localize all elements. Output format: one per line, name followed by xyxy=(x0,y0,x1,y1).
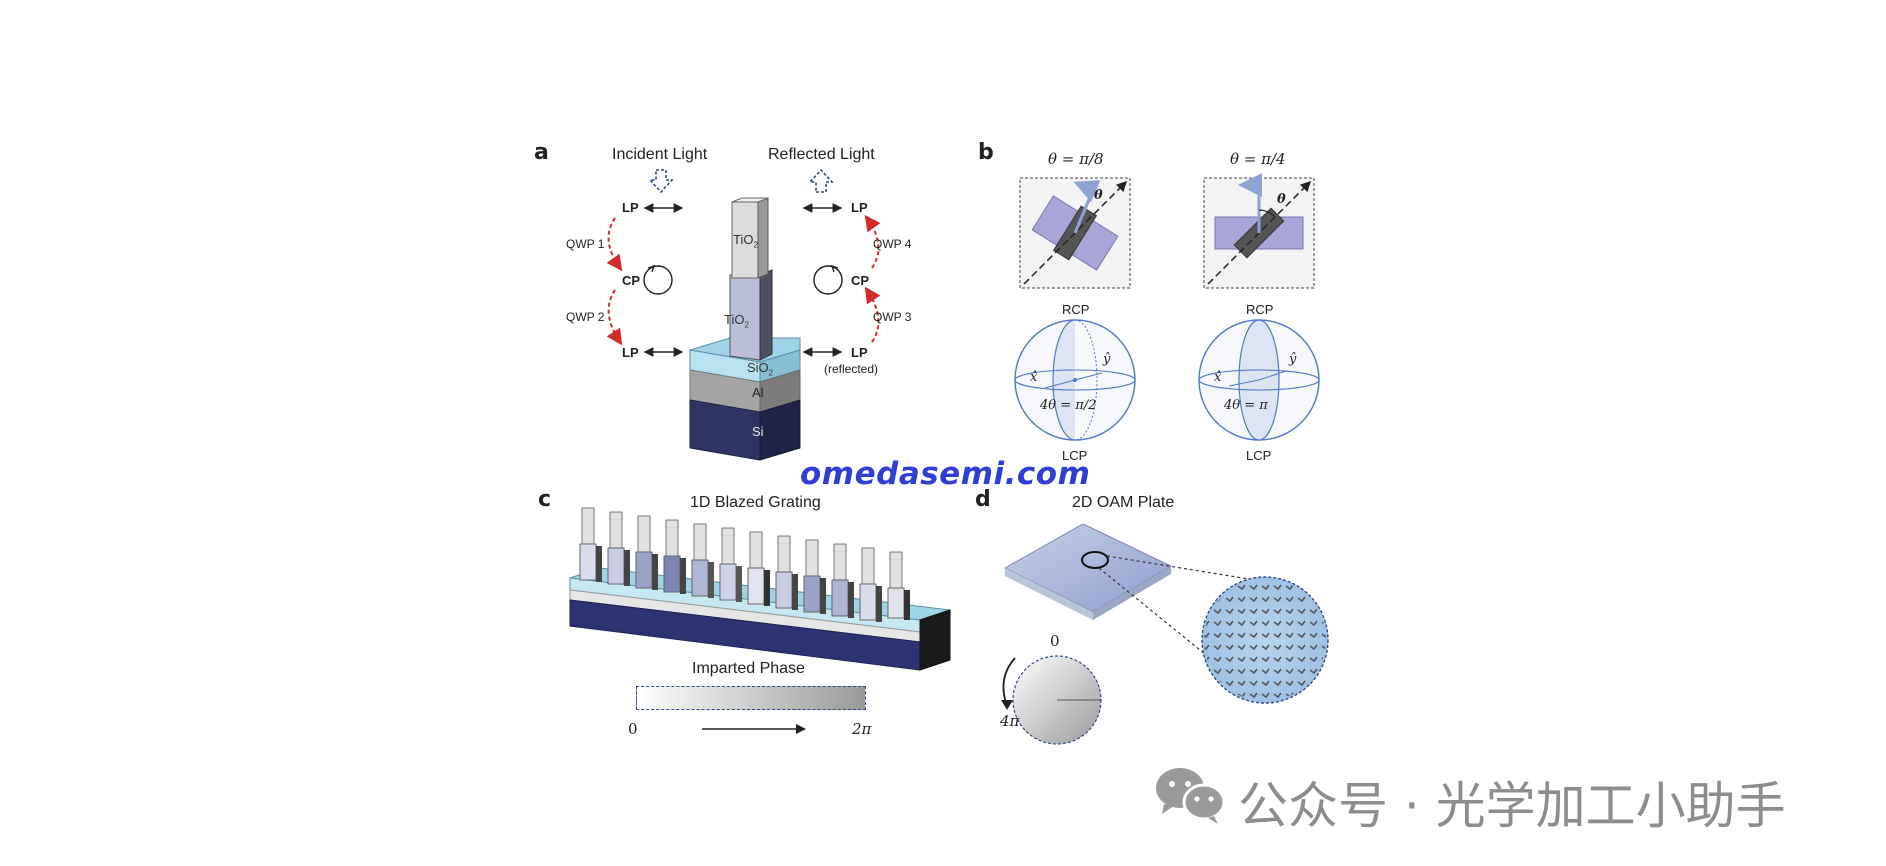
phase-left-label: 4θ = π/2 xyxy=(1040,398,1097,413)
lp-label-top-left: LP xyxy=(622,200,639,215)
panel-d-letter: d xyxy=(975,487,991,512)
oam-zero-label: 0 xyxy=(1050,632,1060,650)
qwp1-label: QWP 1 xyxy=(566,237,605,251)
reflected-note: (reflected) xyxy=(824,362,879,376)
panel-b-diagram xyxy=(1014,173,1320,441)
lp-label-bottom-right: LP xyxy=(851,345,868,360)
panel-a-diagram xyxy=(606,168,881,461)
lp-label-bottom-left: LP xyxy=(622,345,639,360)
site-watermark: omedasemi.com xyxy=(800,456,1091,492)
y-hat-left: ŷ xyxy=(1103,352,1111,367)
si-label: Si xyxy=(752,424,764,439)
panel-c-diagram xyxy=(569,507,951,671)
panel-d-diagram xyxy=(1001,523,1329,745)
theta-right-label: θ = π/4 xyxy=(1230,150,1286,168)
panel-b-letter: b xyxy=(978,140,994,165)
phase-right-label: 4θ = π xyxy=(1224,398,1268,413)
oam-four-pi-label: 4π xyxy=(1000,712,1020,730)
wechat-logo-icon xyxy=(1156,768,1226,824)
wechat-account-label: 公众号 · 光学加工小助手 xyxy=(1238,777,1786,835)
phase-two-pi-label: 2π xyxy=(852,720,872,738)
y-hat-right: ŷ xyxy=(1289,352,1297,367)
rcp-label-right: RCP xyxy=(1246,302,1274,317)
rcp-label-left: RCP xyxy=(1062,302,1090,317)
grating-pillars xyxy=(579,507,910,622)
cp-label-left: CP xyxy=(622,273,641,288)
qwp4-label: QWP 4 xyxy=(873,237,912,251)
phase-zero-label: 0 xyxy=(628,720,638,738)
reflected-arrow-icon xyxy=(808,168,834,193)
theta-mark-right: θ xyxy=(1277,192,1286,207)
panel-a-letter: a xyxy=(534,140,549,165)
theta-mark-left: θ xyxy=(1094,188,1103,203)
phase-gradient-bar xyxy=(636,686,866,710)
al-label: Al xyxy=(752,385,764,400)
imparted-phase-title: Imparted Phase xyxy=(692,660,805,677)
lp-label-top-right: LP xyxy=(851,200,868,215)
sio2-label: SiO2 xyxy=(747,360,774,378)
incident-light-label: Incident Light xyxy=(612,146,708,163)
theta-left-label: θ = π/8 xyxy=(1048,150,1104,168)
blazed-grating-title: 1D Blazed Grating xyxy=(690,494,821,511)
tio2-top-label: TiO2 xyxy=(733,232,758,250)
reflected-light-label: Reflected Light xyxy=(768,146,875,163)
oam-plate-title: 2D OAM Plate xyxy=(1072,494,1175,511)
phase-direction-arrow-icon xyxy=(702,724,806,734)
cp-label-right: CP xyxy=(851,273,870,288)
x-hat-left: x̂ xyxy=(1030,370,1038,385)
tio2-bottom-label: TiO2 xyxy=(724,312,749,330)
qwp3-label: QWP 3 xyxy=(873,310,912,324)
lcp-label-right: LCP xyxy=(1246,448,1272,463)
incident-arrow-icon xyxy=(648,169,674,194)
panel-c-letter: c xyxy=(538,487,552,512)
qwp2-label: QWP 2 xyxy=(566,310,605,324)
lcp-label-left: LCP xyxy=(1062,448,1088,463)
x-hat-right: x̂ xyxy=(1214,370,1222,385)
